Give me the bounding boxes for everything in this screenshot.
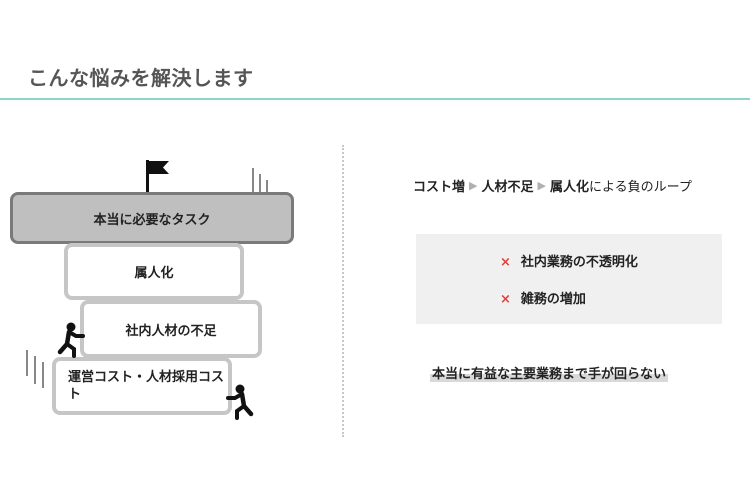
flag-icon	[146, 160, 169, 192]
loop-item-staff: 人材不足	[481, 180, 534, 195]
cost-box: 運営コスト・人材採用コスト	[52, 357, 232, 415]
issue-item: × 社内業務の不透明化	[500, 251, 638, 270]
triangle-right-icon: ▶	[537, 179, 546, 192]
dependency-box: 属人化	[64, 243, 244, 300]
loop-item-dependency: 属人化	[549, 180, 589, 195]
issue-item: × 雑務の増加	[500, 288, 586, 307]
top-task-label: 本当に必要なタスク	[93, 212, 211, 228]
slide-title: こんな悩みを解決します	[28, 66, 254, 90]
cross-icon: ×	[500, 255, 511, 270]
loop-item-cost: コスト増	[413, 180, 466, 195]
issues-panel: × 社内業務の不透明化 × 雑務の増加	[416, 234, 722, 324]
negative-loop-line: コスト増 ▶ 人材不足 ▶ 属人化 による負のループ	[413, 176, 733, 195]
conclusion-text: 本当に有益な主要業務まで手が回らない	[430, 363, 669, 382]
vertical-divider	[342, 145, 344, 437]
cost-label: 運営コスト・人材採用コスト	[68, 370, 225, 402]
pushing-person-right-icon	[226, 384, 254, 420]
triangle-right-icon: ▶	[469, 179, 478, 192]
issue-label: 社内業務の不透明化	[520, 255, 638, 270]
motion-lines-left-icon	[26, 350, 44, 388]
pushing-person-icon	[57, 322, 85, 358]
loop-suffix: による負のループ	[588, 180, 692, 195]
issue-label: 雑務の増加	[520, 292, 586, 307]
top-task-box: 本当に必要なタスク	[10, 192, 294, 244]
title-underline	[0, 98, 750, 100]
staff-shortage-label: 社内人材の不足	[125, 323, 217, 339]
cross-icon: ×	[500, 292, 511, 307]
dependency-label: 属人化	[134, 266, 174, 281]
staff-shortage-box: 社内人材の不足	[80, 300, 262, 358]
